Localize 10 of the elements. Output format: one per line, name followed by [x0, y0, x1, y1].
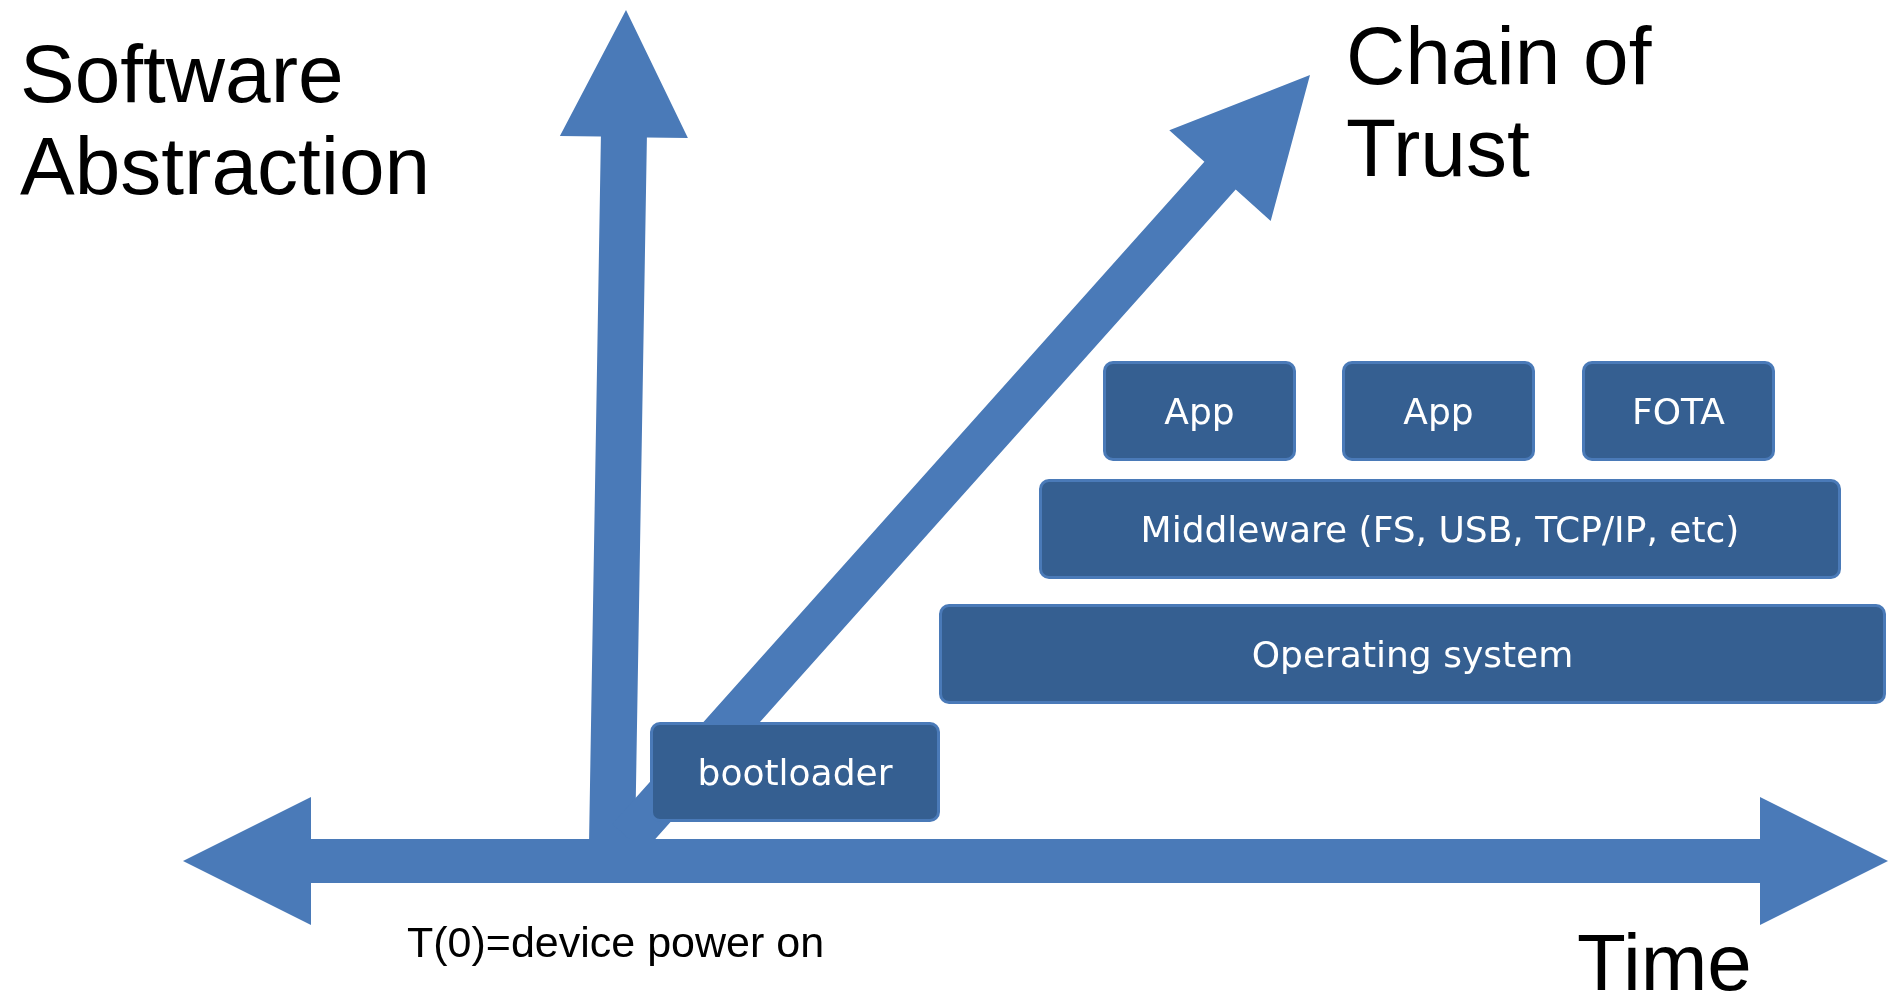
arrow-title: Chain of Trust — [1346, 10, 1653, 194]
axis-title: Time — [1577, 918, 1753, 995]
layer-box: App — [1103, 361, 1296, 461]
layer-box: bootloader — [650, 722, 940, 822]
layer-box: Operating system — [939, 604, 1886, 704]
layer-box: App — [1342, 361, 1535, 461]
layer-box: FOTA — [1582, 361, 1775, 461]
axis-note: T(0)=device power on — [407, 918, 826, 967]
layer-box: Middleware (FS, USB, TCP/IP, etc) — [1039, 479, 1841, 579]
axis-title: Software Abstraction — [20, 28, 432, 212]
